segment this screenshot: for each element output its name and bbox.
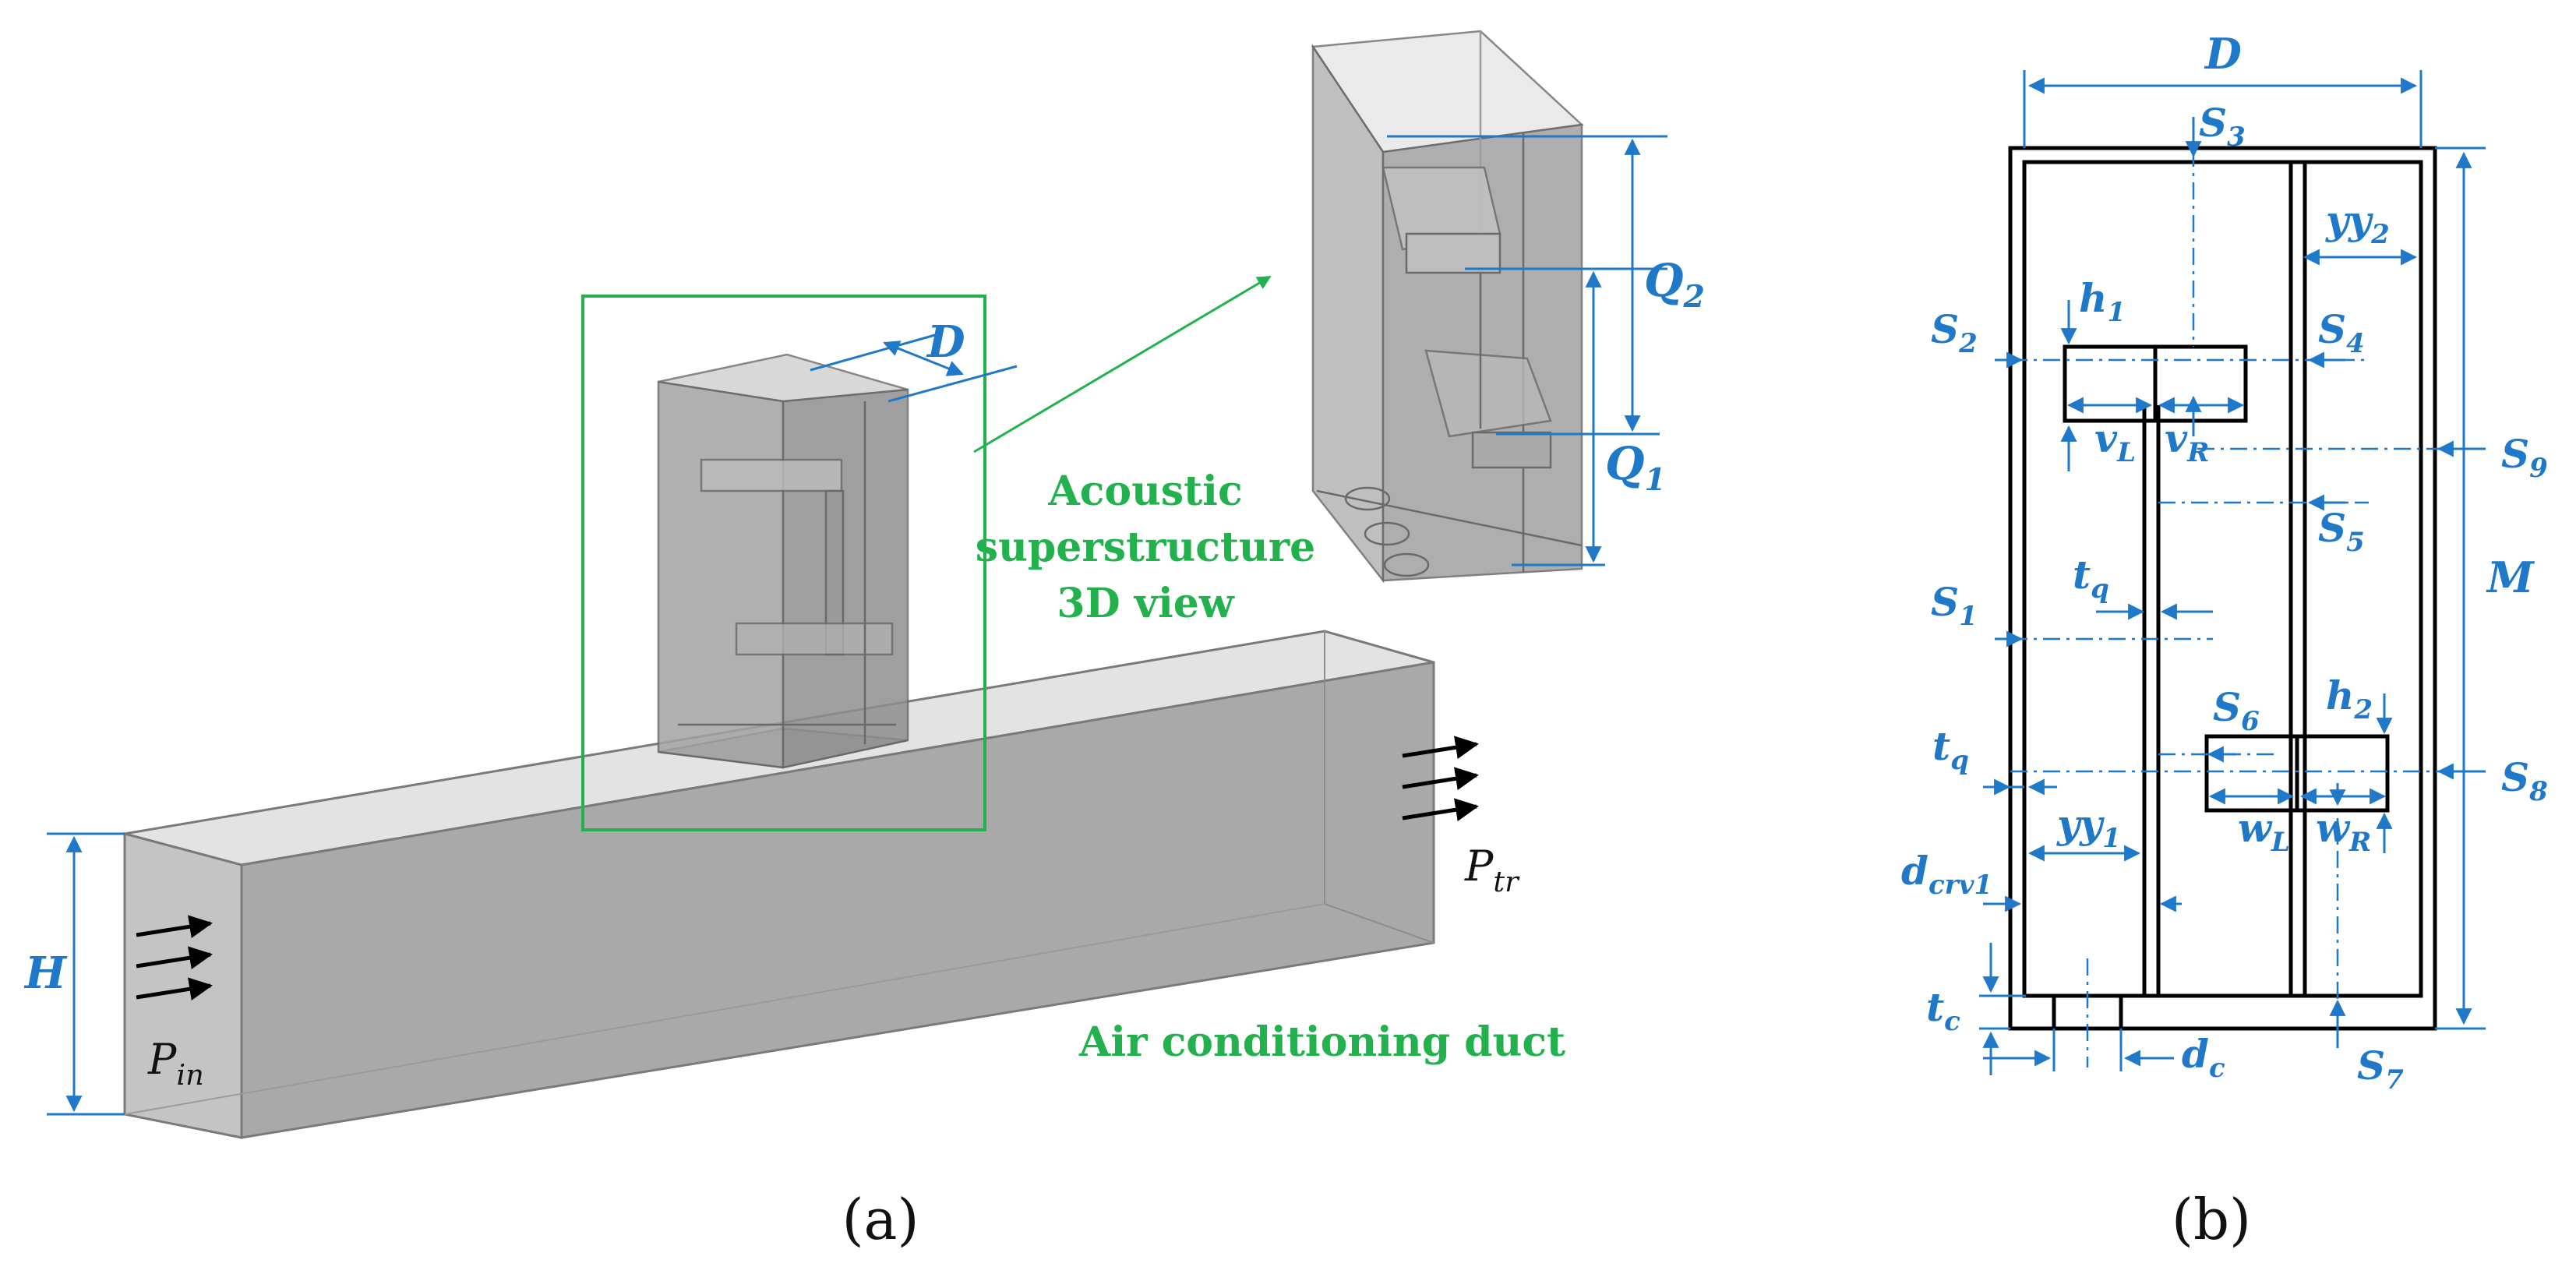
label-s4: S4 (2318, 306, 2365, 359)
inlet-arrows (136, 915, 213, 1001)
label-h: H (23, 948, 68, 999)
label-wr: wR (2316, 805, 2371, 858)
label-q2: Q2 (1644, 254, 1705, 315)
label-tc: tc (1926, 984, 1960, 1037)
label-p-tr: Ptr (1464, 842, 1520, 898)
duct-inlet-face (123, 832, 243, 1139)
label-s8: S8 (2501, 754, 2548, 807)
highlight-frame (581, 295, 986, 831)
outlet-arrows (1402, 736, 1479, 822)
acoustic-line1: Acoustic (1047, 468, 1242, 515)
dimension-lines-b (1979, 70, 2486, 1075)
panel-a: H Pin Ptr D Acoustic superstructure 3 (23, 30, 1705, 1252)
label-q1: Q1 (1605, 437, 1666, 498)
label-dc: dc (2182, 1031, 2225, 1084)
label-yy1: yy1 (2056, 801, 2121, 854)
label-yy2: yy2 (2325, 197, 2390, 250)
label-s9: S9 (2501, 431, 2548, 484)
label-tq-inner: tq (2073, 552, 2109, 605)
label-m: M (2486, 552, 2535, 602)
label-s1: S1 (1931, 579, 1978, 632)
label-h1: h1 (2079, 275, 2126, 328)
superstructure-small (657, 353, 909, 769)
acoustic-line3: 3D view (1057, 580, 1234, 627)
label-dcrv1: dcrv1 (1901, 848, 1992, 901)
zoom-arrow (973, 275, 1272, 453)
label-s5: S5 (2318, 505, 2365, 558)
label-s2: S2 (1931, 306, 1978, 359)
caption-b: (b) (2172, 1187, 2251, 1252)
cavity-outline (2008, 146, 2437, 1031)
panel-b: D M S3 S2 S4 S9 S5 S1 S6 S8 S7 h1 h2 vL … (1901, 29, 2548, 1252)
label-wl: wL (2238, 805, 2290, 858)
label-tq-outer: tq (1932, 723, 1969, 776)
acoustic-line2: superstructure (976, 524, 1315, 571)
superstructure-large (1311, 30, 1584, 584)
label-d-3d: D (926, 316, 965, 368)
label-vl: vL (2094, 415, 2136, 468)
dimension-h (47, 832, 125, 1116)
caption-a: (a) (842, 1187, 919, 1252)
label-s6: S6 (2213, 684, 2260, 737)
label-vr: vR (2165, 415, 2209, 468)
label-s3: S3 (2199, 100, 2246, 153)
label-s7: S7 (2357, 1043, 2404, 1096)
label-p-in: Pin (147, 1035, 204, 1092)
label-d: D (2204, 29, 2242, 79)
dimension-q (1387, 135, 1667, 566)
duct-label: Air conditioning duct (1078, 1018, 1565, 1066)
label-h2: h2 (2326, 672, 2373, 725)
dimension-d-3d (810, 333, 1018, 403)
